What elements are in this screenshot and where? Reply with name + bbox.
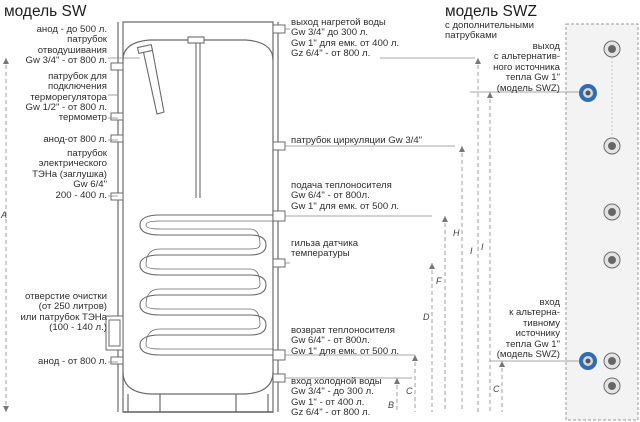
- label-line: Gz 6/4" - от 800 л.: [291, 407, 371, 419]
- label-line: температуры: [291, 248, 350, 260]
- label-line: Gw 1" для емк. от 400 л.: [291, 37, 400, 49]
- label-line: Gw 3/4" - до 300 л.: [291, 386, 374, 398]
- label-anode-800-upper: анод-от 800 л.: [43, 134, 107, 145]
- label-line: вход: [539, 297, 560, 308]
- swz-subtitle-line: с дополнительными: [445, 20, 535, 31]
- label-line: Gw 6/4": [73, 179, 107, 191]
- label-line: термометр: [58, 112, 107, 123]
- label-alt-in: вход к альтерна- тивному источнику тепла…: [496, 297, 560, 361]
- dim-letter-i-swz: I: [481, 242, 484, 252]
- label-line: (модель SWZ): [496, 82, 560, 94]
- label-anode-800-lower: анод - от 800 л.: [37, 356, 107, 367]
- label-line: Gw 3/4" до 300 л.: [291, 27, 368, 39]
- label-line: (модель SWZ): [496, 349, 560, 361]
- left-ports: [105, 62, 124, 365]
- label-sensor: гильза датчика температуры: [291, 238, 359, 260]
- label-thermometer: термометр: [58, 112, 107, 123]
- label-hot-out: выход нагретой воды Gw 3/4" до 300 л. Gw…: [291, 17, 400, 60]
- swz-subtitle-line: патрубками: [445, 30, 498, 42]
- label-line: выход нагретой воды: [291, 17, 386, 28]
- label-line: электрического: [38, 158, 107, 170]
- label-line: подключения: [48, 81, 107, 93]
- left-leaders: [108, 57, 140, 363]
- label-line: к альтерна-: [509, 307, 560, 319]
- label-heat-return: возврат теплоносителя Gw 6/4" - от 800л.…: [291, 325, 400, 357]
- label-cold-in: вход холодной воды Gw 3/4" - до 300 л. G…: [291, 376, 382, 419]
- label-line: ного источника: [493, 61, 560, 73]
- label-line: с альтернатив-: [493, 51, 560, 63]
- label-line: тепла Gw 1": [505, 338, 560, 350]
- label-line: Gw 1" - от 400 л.: [291, 396, 365, 408]
- label-line: Gw 6/4" - от 800л.: [291, 190, 370, 202]
- dim-letter-f: F: [436, 276, 442, 286]
- label-line: патрубок для: [48, 71, 107, 82]
- right-leaders: [285, 28, 588, 379]
- label-ten: патрубок электрического ТЭНа (заглушка) …: [32, 148, 107, 201]
- dim-letter-b: B: [388, 400, 395, 410]
- label-circulation: патрубок циркуляции Gw 3/4": [291, 135, 423, 146]
- label-line: Gw 6/4" - от 800л.: [291, 335, 370, 347]
- label-line: патрубок: [67, 148, 107, 159]
- label-line: Gw 3/4" - от 800 л.: [25, 55, 107, 67]
- port-fitting-icon: [603, 40, 621, 395]
- label-thermoregulator: патрубок для подключения терморегулятора…: [25, 71, 107, 114]
- label-line: выход: [532, 41, 560, 52]
- label-line: подача теплоносителя: [291, 180, 392, 191]
- label-line: источнику: [515, 328, 560, 340]
- tank-diagram: [117, 21, 279, 413]
- dim-letter-a: A: [1, 210, 8, 220]
- label-line: ТЭНа (заглушка): [32, 168, 107, 180]
- label-line: Gw 1/2" - от 800 л.: [25, 102, 107, 114]
- label-cleaning: отверстие очистки (от 250 литров) или па…: [20, 291, 107, 334]
- label-line: 200 - 400 л.: [55, 189, 107, 201]
- dim-letter-i: I: [470, 246, 473, 256]
- dim-letter-d: D: [423, 312, 430, 322]
- label-line: Gz 6/4" - от 800 л.: [291, 48, 371, 60]
- label-anode-500: анод - до 500 л. патрубок отводушивания …: [25, 24, 107, 67]
- blue-port-icon: [579, 84, 597, 102]
- title-swz: модель SWZ: [445, 3, 537, 20]
- label-line: отводушивания: [37, 44, 107, 56]
- label-line: или патрубок ТЭНа: [20, 311, 107, 323]
- dimension-arrows: [3, 58, 505, 412]
- label-line: патрубок: [67, 34, 107, 46]
- label-line: вход холодной воды: [291, 376, 382, 387]
- dim-letter-h: H: [453, 228, 460, 238]
- label-line: патрубок циркуляции Gw 3/4": [291, 135, 423, 146]
- label-line: анод - до 500 л.: [36, 24, 107, 35]
- label-line: Gw 1" для емк. от 500 л.: [291, 200, 400, 212]
- label-line: анод-от 800 л.: [43, 134, 107, 145]
- swz-subtitle: с дополнительными патрубками: [445, 20, 535, 42]
- label-line: тепла Gw 1": [505, 72, 560, 84]
- label-line: тивному: [523, 317, 560, 329]
- right-ports: [272, 24, 286, 383]
- label-line: Gw 1" для емк. от 500 л.: [291, 345, 400, 357]
- swz-ports: [579, 40, 621, 395]
- dim-letter-c: C: [406, 386, 413, 396]
- label-line: отверстие очистки: [25, 291, 107, 302]
- label-alt-out: выход с альтернатив- ного источника тепл…: [493, 41, 560, 94]
- label-line: (от 250 литров): [38, 301, 107, 313]
- label-line: возврат теплоносителя: [291, 325, 395, 336]
- coil-heat-exchanger: [139, 214, 273, 356]
- label-line: (100 - 140 л.): [49, 322, 107, 334]
- top-fittings: [136, 36, 205, 198]
- blue-port-icon: [579, 352, 597, 370]
- title-sw: модель SW: [4, 3, 87, 20]
- label-line: гильза датчика: [291, 238, 359, 249]
- dimension-lines: [5, 58, 503, 412]
- swz-panel: [565, 23, 639, 421]
- label-line: анод - от 800 л.: [37, 356, 107, 367]
- label-line: терморегулятора: [30, 91, 107, 103]
- dim-letter-c-swz: C: [493, 384, 500, 394]
- label-heat-supply: подача теплоносителя Gw 6/4" - от 800л. …: [291, 180, 400, 212]
